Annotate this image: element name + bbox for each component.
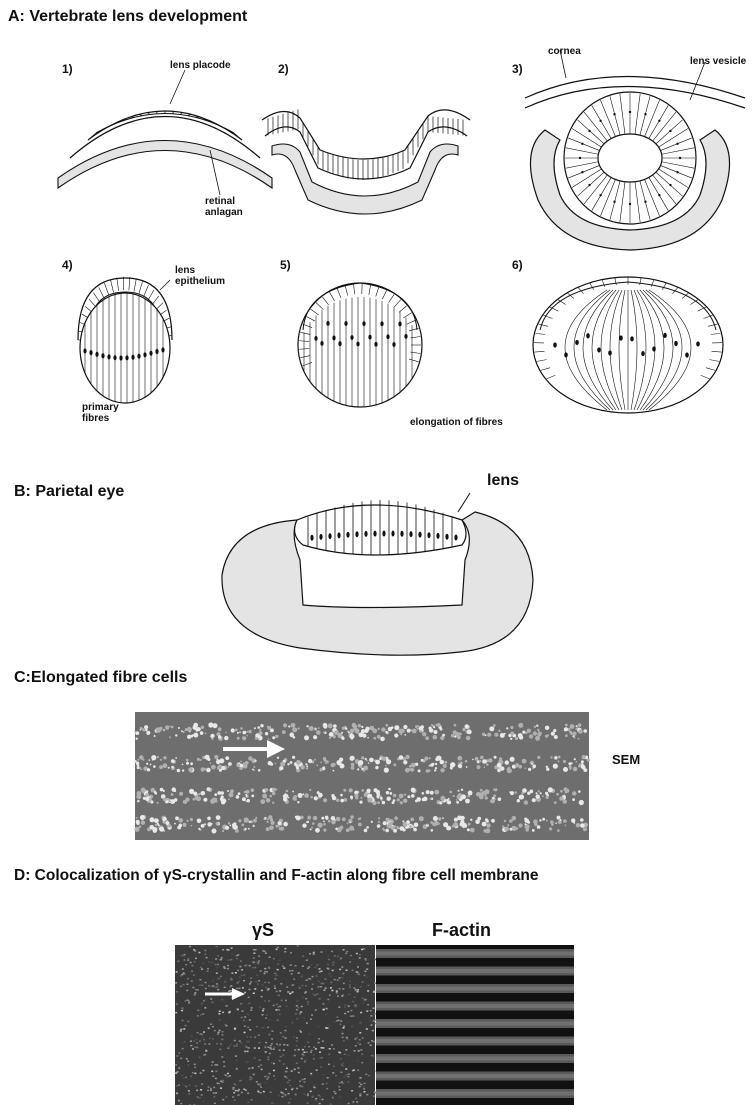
f-actin-micrograph bbox=[376, 945, 574, 1105]
gamma-s-title: γS bbox=[252, 920, 274, 941]
f-actin-title: F-actin bbox=[432, 920, 491, 941]
panel-d-heading: D: Colocalization of γS-crystallin and F… bbox=[14, 867, 539, 885]
gamma-s-micrograph bbox=[175, 945, 375, 1105]
panel-c-heading: C:Elongated fibre cells bbox=[14, 669, 187, 687]
sem-label: SEM bbox=[612, 752, 640, 767]
sem-image bbox=[135, 712, 589, 840]
